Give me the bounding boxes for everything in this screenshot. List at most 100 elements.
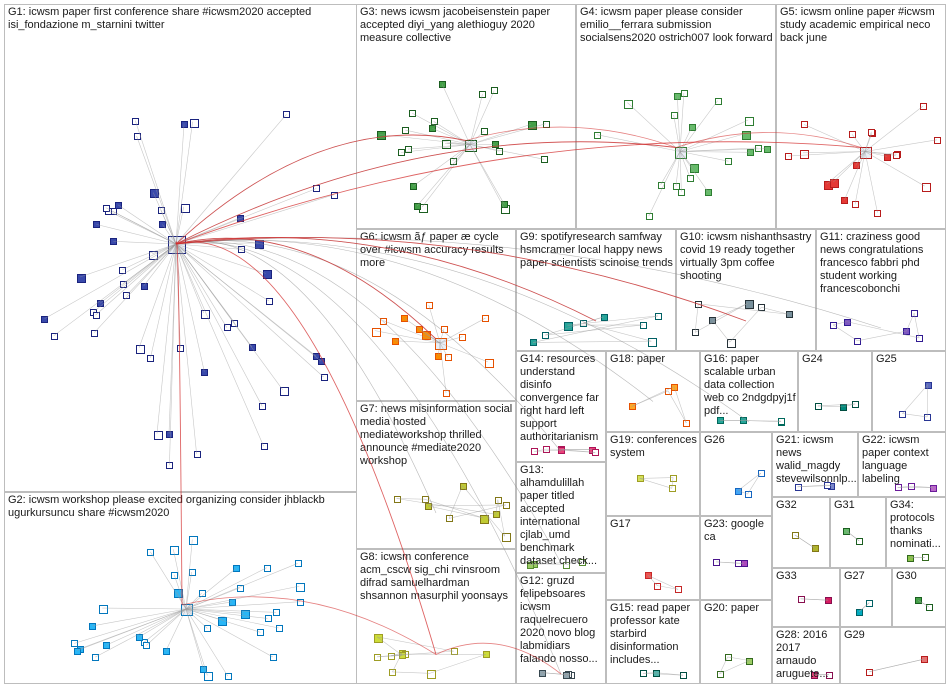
node[interactable] [925, 603, 933, 611]
node[interactable] [675, 586, 683, 594]
node[interactable] [181, 120, 189, 128]
node[interactable] [655, 312, 663, 320]
node[interactable] [426, 670, 436, 680]
node[interactable] [814, 402, 822, 410]
node[interactable] [915, 597, 923, 605]
node[interactable] [93, 221, 101, 229]
node[interactable] [933, 136, 941, 144]
node[interactable] [162, 648, 170, 656]
node[interactable] [501, 201, 509, 209]
node[interactable] [133, 132, 141, 140]
node[interactable] [177, 345, 185, 353]
node[interactable] [296, 583, 306, 593]
node[interactable] [907, 554, 915, 562]
node[interactable] [884, 153, 892, 161]
node[interactable] [856, 537, 864, 545]
node[interactable] [725, 158, 733, 166]
node[interactable] [204, 625, 212, 633]
node[interactable] [279, 386, 289, 396]
node[interactable] [119, 266, 127, 274]
node[interactable] [41, 315, 49, 323]
node[interactable] [136, 344, 146, 354]
node[interactable] [201, 368, 209, 376]
node[interactable] [255, 239, 265, 249]
node[interactable] [102, 642, 110, 650]
node[interactable] [484, 358, 494, 368]
node[interactable] [713, 558, 721, 566]
node[interactable] [188, 569, 196, 576]
node[interactable] [223, 324, 231, 332]
node[interactable] [429, 125, 437, 133]
node[interactable] [233, 565, 241, 573]
node[interactable] [921, 554, 929, 562]
node[interactable] [123, 292, 131, 300]
node[interactable] [482, 651, 490, 659]
hub-node[interactable] [435, 338, 447, 350]
node[interactable] [830, 321, 838, 329]
node[interactable] [502, 501, 510, 509]
node[interactable] [892, 152, 900, 160]
node[interactable] [262, 270, 272, 280]
node[interactable] [830, 179, 840, 189]
node[interactable] [150, 189, 160, 199]
node[interactable] [734, 560, 742, 568]
node[interactable] [189, 536, 199, 546]
node[interactable] [856, 608, 864, 616]
node[interactable] [799, 149, 809, 159]
node[interactable] [397, 149, 405, 157]
node[interactable] [794, 483, 802, 491]
hub-node[interactable] [675, 146, 687, 159]
node[interactable] [193, 450, 201, 458]
node[interactable] [294, 560, 302, 568]
node[interactable] [259, 403, 267, 411]
node[interactable] [924, 413, 932, 421]
node[interactable] [166, 462, 174, 470]
node[interactable] [120, 280, 128, 288]
node[interactable] [843, 527, 851, 535]
node[interactable] [409, 183, 417, 191]
node[interactable] [600, 313, 608, 321]
node[interactable] [593, 131, 601, 139]
node[interactable] [92, 654, 100, 662]
node[interactable] [143, 642, 151, 650]
node[interactable] [501, 533, 511, 543]
node[interactable] [811, 545, 819, 553]
node[interactable] [263, 564, 271, 572]
node[interactable] [438, 80, 446, 88]
node[interactable] [149, 250, 159, 260]
node[interactable] [272, 609, 280, 617]
node[interactable] [903, 328, 911, 336]
node[interactable] [911, 310, 919, 318]
node[interactable] [654, 582, 662, 590]
node[interactable] [644, 572, 652, 580]
node[interactable] [445, 515, 453, 523]
node[interactable] [374, 653, 382, 661]
node[interactable] [283, 111, 291, 119]
node[interactable] [318, 358, 326, 366]
node[interactable] [224, 673, 232, 680]
node[interactable] [671, 383, 679, 391]
node[interactable] [494, 496, 502, 504]
node[interactable] [404, 146, 412, 154]
node[interactable] [391, 337, 399, 345]
node[interactable] [894, 484, 902, 492]
node[interactable] [531, 448, 539, 456]
node[interactable] [424, 502, 432, 510]
node[interactable] [920, 656, 928, 664]
node[interactable] [716, 670, 724, 678]
node[interactable] [435, 352, 443, 360]
node[interactable] [450, 648, 458, 656]
node[interactable] [496, 148, 504, 156]
node[interactable] [916, 334, 924, 342]
node[interactable] [639, 321, 647, 329]
node[interactable] [801, 121, 809, 129]
node[interactable] [238, 246, 246, 254]
node[interactable] [380, 317, 388, 325]
node[interactable] [157, 207, 165, 215]
node[interactable] [374, 633, 384, 643]
node[interactable] [868, 128, 876, 136]
node[interactable] [810, 671, 818, 679]
node[interactable] [866, 668, 874, 676]
node[interactable] [416, 325, 424, 333]
node[interactable] [92, 312, 100, 320]
